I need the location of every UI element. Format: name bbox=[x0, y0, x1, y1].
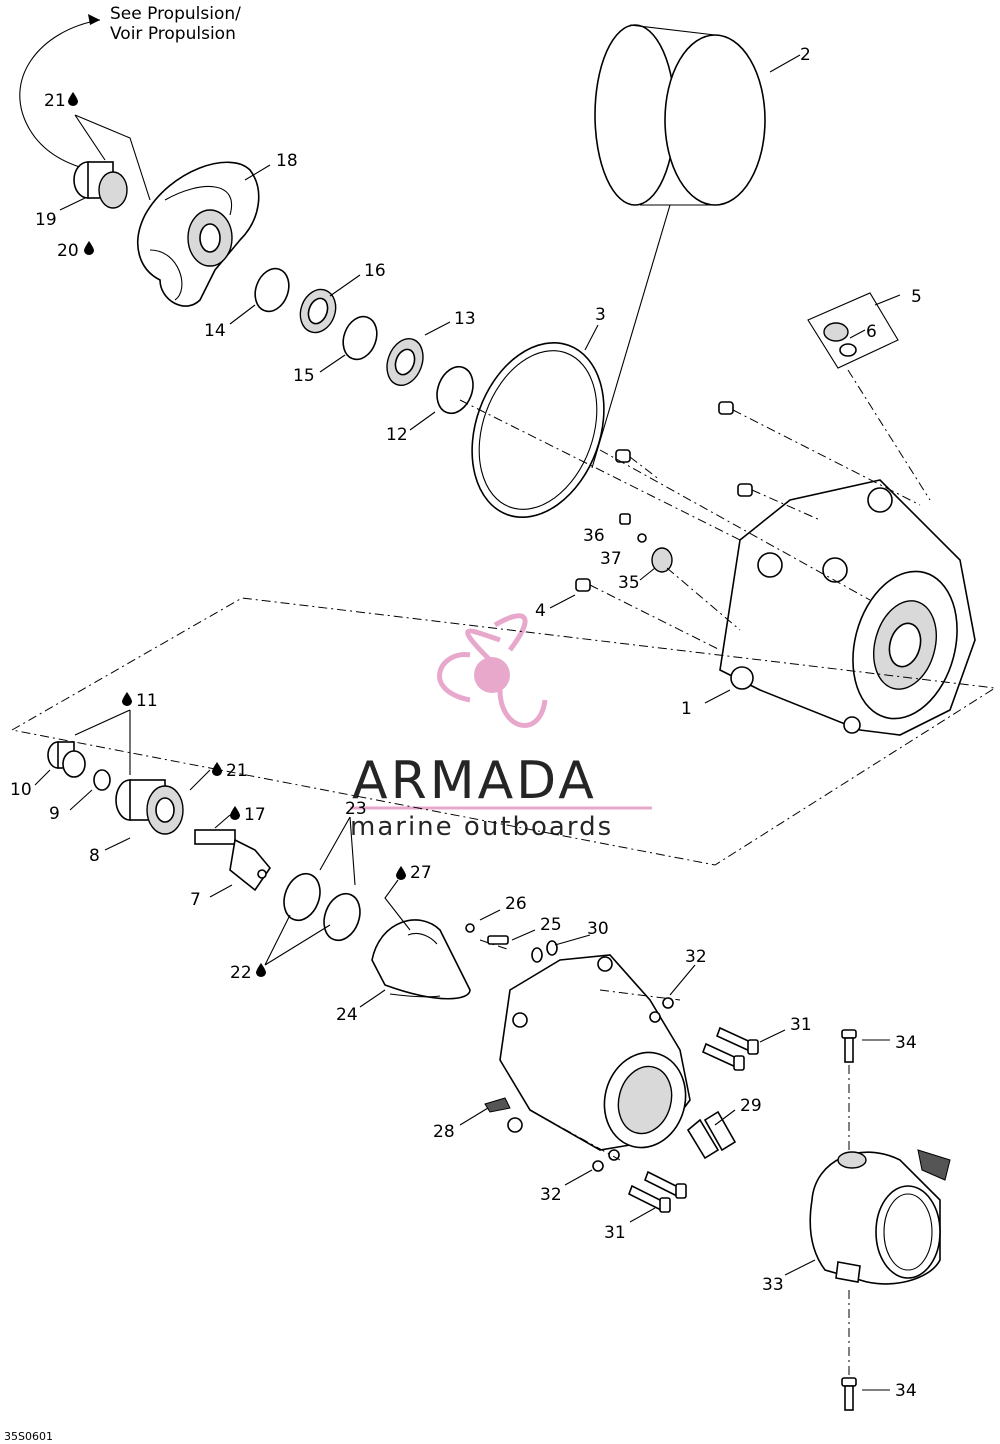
part-12-o-ring bbox=[436, 365, 474, 415]
part-28-venturi bbox=[484, 954, 691, 1151]
part-19-sleeve bbox=[73, 161, 128, 209]
callout-1: 1 bbox=[681, 699, 692, 719]
part-3-o-ring bbox=[471, 342, 605, 518]
callout-34a: 34 bbox=[895, 1033, 917, 1053]
part-1-pump-housing bbox=[719, 479, 976, 736]
callout-23: 23 bbox=[345, 799, 367, 819]
callout-labels: 2 3 18 21 19 20 14 16 15 13 12 5 6 36 37… bbox=[10, 45, 922, 1401]
lubricant-drop-icon-22 bbox=[256, 963, 266, 977]
callout-32a: 32 bbox=[685, 947, 707, 967]
part-36-screw bbox=[619, 513, 631, 525]
part-34-screws bbox=[841, 1029, 857, 1411]
callout-16: 16 bbox=[364, 261, 386, 281]
callout-18: 18 bbox=[276, 151, 298, 171]
assembly-lines bbox=[11, 204, 997, 1378]
leader-lines bbox=[34, 54, 901, 1391]
part-30-o-rings bbox=[531, 940, 558, 963]
part-13-bearing-seal bbox=[386, 338, 424, 386]
callout-27: 27 bbox=[410, 863, 432, 883]
callout-28: 28 bbox=[433, 1122, 455, 1142]
callout-12: 12 bbox=[386, 425, 408, 445]
callout-29: 29 bbox=[740, 1096, 762, 1116]
callout-33: 33 bbox=[762, 1275, 784, 1295]
part-23-o-rings bbox=[283, 872, 361, 942]
lubricant-drop-icon-21b bbox=[212, 762, 222, 776]
callout-4: 4 bbox=[535, 601, 546, 621]
callout-24: 24 bbox=[336, 1005, 358, 1025]
callout-6: 6 bbox=[866, 322, 877, 342]
part-14-circlip bbox=[254, 267, 290, 313]
callout-11: 11 bbox=[136, 691, 158, 711]
part-31-bolts bbox=[627, 1026, 759, 1213]
part-18-impeller bbox=[137, 161, 260, 307]
part-9-o-ring bbox=[93, 769, 111, 791]
part-26-screw bbox=[487, 935, 509, 945]
watermark-brand: ARMADA bbox=[352, 751, 597, 811]
part-10-bushing bbox=[47, 741, 86, 778]
drawing-code: 35S0601 bbox=[4, 1430, 53, 1443]
callout-34b: 34 bbox=[895, 1381, 917, 1401]
part-4-inserts bbox=[575, 401, 753, 592]
part-16-seal bbox=[299, 288, 337, 334]
watermark-tagline: marine outboards bbox=[350, 812, 613, 842]
callout-14: 14 bbox=[204, 321, 226, 341]
callout-21a: 21 bbox=[44, 91, 66, 111]
callout-10: 10 bbox=[10, 780, 32, 800]
part-7-shaft bbox=[194, 829, 272, 892]
callout-20: 20 bbox=[57, 241, 79, 261]
see-propulsion-reference: See Propulsion/ Voir Propulsion bbox=[19, 4, 241, 171]
reference-line-1: See Propulsion/ bbox=[110, 4, 241, 24]
callout-22: 22 bbox=[230, 963, 252, 983]
reference-line-2: Voir Propulsion bbox=[110, 24, 236, 44]
callout-31a: 31 bbox=[790, 1015, 812, 1035]
callout-17: 17 bbox=[244, 805, 266, 825]
callout-3: 3 bbox=[595, 305, 606, 325]
callout-15: 15 bbox=[293, 366, 315, 386]
part-25-washer bbox=[465, 923, 475, 933]
callout-32b: 32 bbox=[540, 1185, 562, 1205]
part-8-bearing bbox=[115, 779, 184, 835]
lubricant-drop-icon-11 bbox=[122, 692, 132, 706]
part-32-washers bbox=[592, 997, 674, 1172]
callout-9: 9 bbox=[49, 804, 60, 824]
callout-26: 26 bbox=[505, 894, 527, 914]
part-24-cone bbox=[371, 919, 471, 1000]
callout-19: 19 bbox=[35, 210, 57, 230]
callout-21b: 21 bbox=[226, 761, 248, 781]
lubricant-drop-icon-20 bbox=[84, 241, 94, 255]
callout-25: 25 bbox=[540, 915, 562, 935]
callout-36: 36 bbox=[583, 526, 605, 546]
lubricant-drop-icon-17 bbox=[230, 806, 240, 820]
callout-8: 8 bbox=[89, 846, 100, 866]
callout-13: 13 bbox=[454, 309, 476, 329]
callout-5: 5 bbox=[911, 287, 922, 307]
watermark-logo: ARMADA marine outboards bbox=[350, 613, 652, 842]
part-2-wear-ring bbox=[594, 24, 766, 206]
propeller-hub-icon bbox=[474, 657, 510, 693]
part-29-grommets bbox=[686, 1110, 737, 1160]
part-5-plug-kit bbox=[807, 292, 899, 369]
part-33-nozzle bbox=[809, 1149, 951, 1285]
part-37-washer bbox=[637, 533, 647, 543]
lubricant-drop-icon-27 bbox=[396, 866, 406, 880]
callout-2: 2 bbox=[800, 45, 811, 65]
lubricant-drop-icon-21a bbox=[68, 92, 78, 106]
callout-35: 35 bbox=[618, 573, 640, 593]
callout-30: 30 bbox=[587, 919, 609, 939]
callout-7: 7 bbox=[190, 890, 201, 910]
part-35-bushing bbox=[651, 547, 673, 573]
part-15-o-ring bbox=[342, 315, 378, 361]
callout-31b: 31 bbox=[604, 1223, 626, 1243]
propeller-logo-icon bbox=[437, 613, 548, 728]
callout-37: 37 bbox=[600, 549, 622, 569]
